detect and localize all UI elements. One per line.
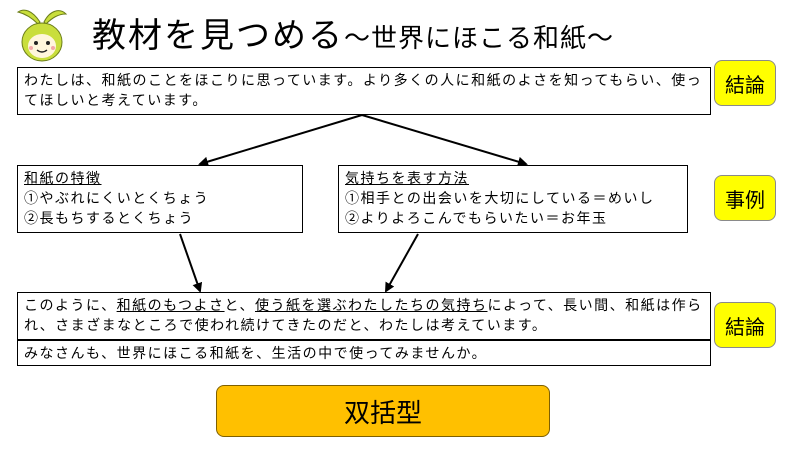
conclusion-bottom-text-2: と、 (224, 298, 255, 314)
title-main: 教材を見つめる (92, 16, 344, 56)
example-left-line-1: ①やぶれにくいとくちょう (24, 191, 210, 207)
conclusion-bottom-underline-1: 和紙のもつよさ (116, 298, 225, 314)
title-sub: 〜世界にほこる和紙〜 (344, 24, 615, 54)
tag-example: 事例 (714, 175, 776, 221)
example-right-box: 気持ちを表す方法 ①相手との出会いを大切にしている＝めいし ②よりよろこんでもら… (338, 165, 688, 233)
page-title: 教材を見つめる〜世界にほこる和紙〜 (92, 8, 614, 57)
example-right-heading: 気持ちを表す方法 (345, 171, 469, 187)
arrow-top-to-left (198, 114, 363, 167)
structure-type-label: 双括型 (216, 385, 550, 437)
conclusion-top-box: わたしは、和紙のことをほこりに思っています。より多くの人に和紙のよさを知ってもら… (17, 67, 711, 115)
conclusion-bottom-text-3: によって、長い間、和紙は作られ、さまざまなところで使われ続けてきたのだと、わたし… (24, 298, 703, 334)
conclusion-bottom-text-4: みなさんも、世界にほこる和紙を、生活の中で使ってみませんか。 (24, 346, 488, 362)
tag-conclusion-bottom: 結論 (714, 302, 776, 348)
example-left-box: 和紙の特徴 ①やぶれにくいとくちょう ②長もちするとくちょう (17, 165, 303, 233)
mascot-icon (16, 9, 68, 62)
tag-conclusion-top: 結論 (714, 60, 776, 106)
conclusion-bottom-underline-2: 使う紙を選ぶわたしたちの気持ち (255, 298, 488, 314)
example-left-heading: 和紙の特徴 (24, 171, 102, 187)
arrow-top-to-right (361, 114, 528, 167)
example-right-line-2: ②よりよろこんでもらいたい＝お年玉 (345, 211, 608, 227)
example-left-line-2: ②長もちするとくちょう (24, 211, 195, 227)
conclusion-top-text: わたしは、和紙のことをほこりに思っています。より多くの人に和紙のよさを知ってもら… (24, 73, 703, 109)
arrow-right-to-bottom (385, 233, 419, 293)
conclusion-bottom-box-2: みなさんも、世界にほこる和紙を、生活の中で使ってみませんか。 (17, 340, 711, 366)
arrow-left-to-bottom (179, 233, 203, 293)
conclusion-bottom-text-1: このように、 (24, 298, 117, 314)
conclusion-bottom-box: このように、和紙のもつよさと、使う紙を選ぶわたしたちの気持ちによって、長い間、和… (17, 292, 711, 340)
example-right-line-1: ①相手との出会いを大切にしている＝めいし (345, 191, 655, 207)
